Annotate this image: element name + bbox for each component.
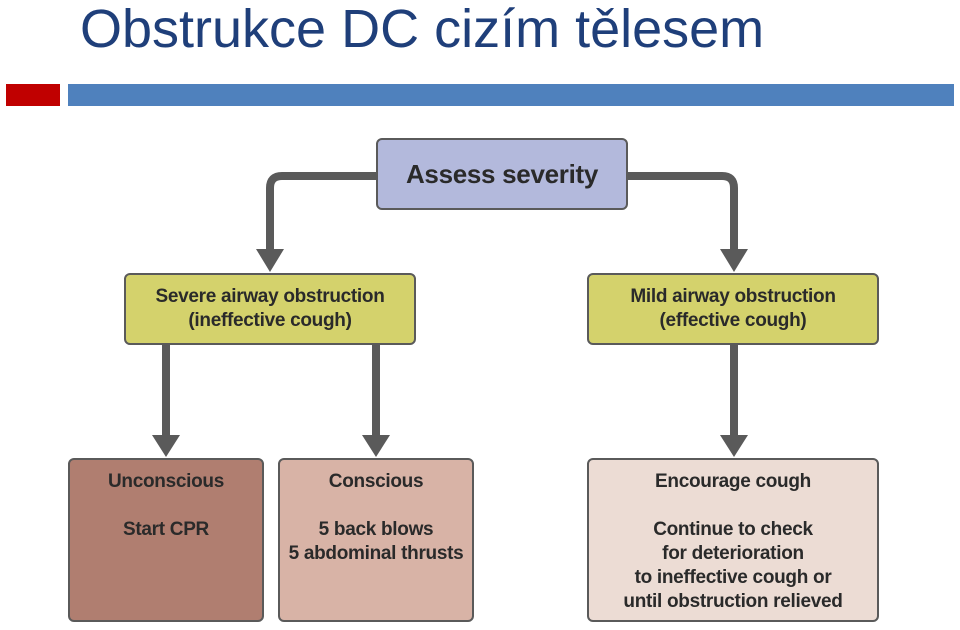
- encourage-cough-line-1: Continue to check: [653, 519, 813, 540]
- encourage-cough-line-4: until obstruction relieved: [623, 591, 843, 612]
- arrowhead-encourage: [720, 435, 748, 457]
- connector-assess-to-severe: [266, 172, 376, 250]
- arrowhead-conscious: [362, 435, 390, 457]
- encourage-cough-box: Encourage cough Continue to check for de…: [587, 458, 879, 622]
- arrowhead-mild: [720, 249, 748, 272]
- encourage-cough-line-2: for deterioration: [662, 543, 804, 564]
- encourage-cough-heading: Encourage cough: [655, 471, 811, 492]
- unconscious-box: Unconscious Start CPR: [68, 458, 264, 622]
- assess-severity-label: Assess severity: [405, 158, 599, 189]
- mild-obstruction-title: Mild airway obstruction: [630, 286, 836, 307]
- slide-title: Obstrukce DC cizím tělesem: [80, 0, 765, 59]
- conscious-action-back-blows: 5 back blows: [318, 519, 434, 540]
- severe-obstruction-subtitle: (ineffective cough): [188, 310, 352, 331]
- assess-severity-box: Assess severity: [376, 138, 628, 210]
- encourage-cough-line-3: to ineffective cough or: [634, 567, 832, 588]
- conscious-box: Conscious 5 back blows 5 abdominal thrus…: [278, 458, 474, 622]
- arrowhead-severe: [256, 249, 284, 272]
- conscious-action-abdominal-thrusts: 5 abdominal thrusts: [288, 543, 464, 564]
- conscious-heading: Conscious: [328, 471, 424, 492]
- severe-obstruction-box: Severe airway obstruction (ineffective c…: [124, 273, 416, 345]
- unconscious-heading: Unconscious: [108, 471, 224, 492]
- mild-obstruction-box: Mild airway obstruction (effective cough…: [587, 273, 879, 345]
- connector-assess-to-mild: [628, 172, 738, 250]
- title-accent-bar-red: [6, 84, 60, 106]
- unconscious-action: Start CPR: [123, 519, 209, 540]
- severe-obstruction-title: Severe airway obstruction: [155, 286, 385, 307]
- arrowhead-unconscious: [152, 435, 180, 457]
- title-accent-bar-blue: [68, 84, 954, 106]
- mild-obstruction-subtitle: (effective cough): [659, 310, 807, 331]
